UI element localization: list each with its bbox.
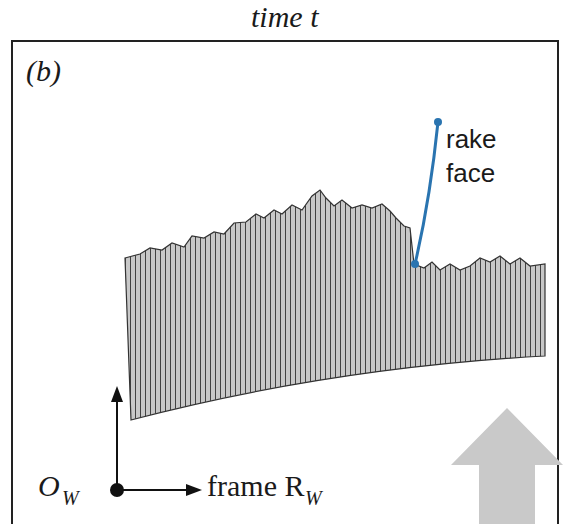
rake-face-dot [434,118,442,126]
part-label: rake face [446,122,526,190]
frame-subscript: W [305,487,322,510]
panel-label: (b) [26,54,61,88]
feed-arrow [451,408,563,524]
arrow-head [111,386,123,402]
origin-subscript: W [62,487,79,510]
rake-face-line [415,122,438,264]
origin-dot [110,483,124,497]
title: time t [251,0,319,34]
axis-line [117,489,190,491]
arrow-head [186,484,202,496]
origin-label: O [38,469,60,503]
rake-face-dot [411,260,419,268]
frame-label: frame R [207,469,304,503]
workpiece [125,190,545,420]
axis-line [116,398,118,490]
